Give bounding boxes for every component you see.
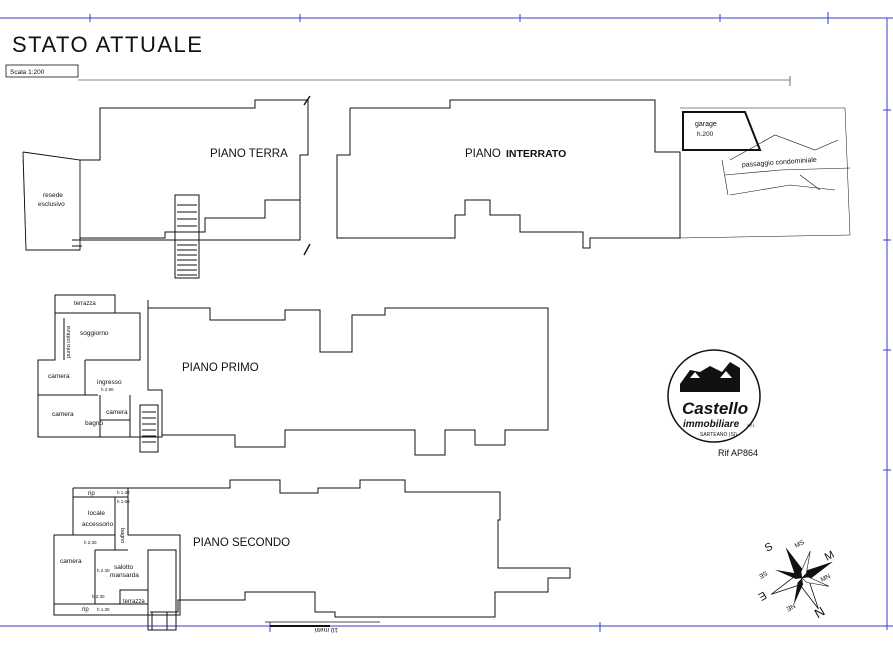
room-terrazza-secondo: terrazza (123, 599, 145, 605)
logo-name: Castello (682, 399, 748, 418)
page-title: STATO ATTUALE (12, 32, 203, 57)
piano-terra-title: PIANO TERRA (210, 148, 288, 160)
height-h3: h 2.30 (84, 540, 97, 545)
room-ingresso: ingresso (97, 379, 122, 386)
piano-secondo-title: PIANO SECONDO (193, 537, 290, 549)
room-bagno-primo: bagno (85, 420, 103, 427)
height-h6: h 1.30 (97, 607, 110, 612)
resede-label-line2: esclusivo (38, 201, 65, 208)
scale-label: Scala 1:200 (10, 69, 45, 76)
room-camera-1: camera (48, 373, 70, 380)
castello-logo (667, 349, 761, 443)
compass-label-mn: MN (820, 573, 832, 584)
compass-label-s: S (763, 541, 775, 555)
resede-label-line1: resede (43, 192, 63, 199)
compass-label-m: M (823, 549, 837, 564)
logo-line2: immobiliare (683, 419, 740, 430)
scale-box (5, 64, 79, 78)
compass-label-n: N (812, 604, 828, 622)
compass-rose (770, 547, 833, 610)
room-punto-cottura: punto cottura (66, 325, 72, 358)
room-bagno-secondo: bagno (119, 528, 125, 543)
room-salotto: salotto (114, 564, 134, 571)
compass-label-ne: NE (784, 602, 796, 613)
piano-primo-plan (37, 294, 549, 456)
piano-primo-title: PIANO PRIMO (182, 362, 259, 374)
piano-terra-plan (22, 95, 311, 279)
piano-interrato-plan (336, 99, 851, 249)
garage-label: garage (695, 121, 717, 128)
compass-label-ms: MS (794, 539, 806, 550)
compass-label-se: SE (757, 569, 769, 580)
height-h2: h 1.60 (117, 499, 130, 504)
piano-interrato-title-1: PIANO (465, 148, 501, 160)
scale-bar-label: 10 metri (315, 626, 338, 633)
room-mansarda: mansarda (110, 572, 139, 579)
logo-city: SARTEANO (SI) (700, 432, 737, 438)
room-locale: locale (88, 510, 105, 517)
piano-secondo-plan (53, 479, 571, 631)
scale-bar (265, 621, 380, 627)
room-camera-secondo: camera (60, 558, 82, 565)
height-h5: h 2.30 (92, 594, 105, 599)
garage-area-label: h.200 (697, 131, 714, 138)
room-accessorio: accessorio (82, 521, 113, 528)
reference-code: Rif AP864 (718, 448, 758, 458)
compass-label-e: E (756, 589, 768, 603)
room-terrazza-primo: terrazza (74, 301, 96, 307)
height-h1: h 1.30 (117, 490, 130, 495)
height-ingresso: h 2.90 (101, 387, 114, 392)
room-rip-bottom: rip (82, 607, 89, 613)
piano-interrato-title-2: INTERRATO (506, 148, 566, 160)
room-rip-top: rip (88, 491, 95, 497)
logo-suffix: s.r.l. (747, 423, 755, 428)
room-camera-2: camera (52, 411, 74, 418)
sheet-frame (0, 12, 893, 632)
room-camera-3: camera (106, 409, 128, 416)
height-h4: h 2.30 (97, 568, 110, 573)
room-soggiorno: soggiorno (80, 330, 109, 337)
passaggio-label: passaggio condominiale (742, 157, 818, 169)
